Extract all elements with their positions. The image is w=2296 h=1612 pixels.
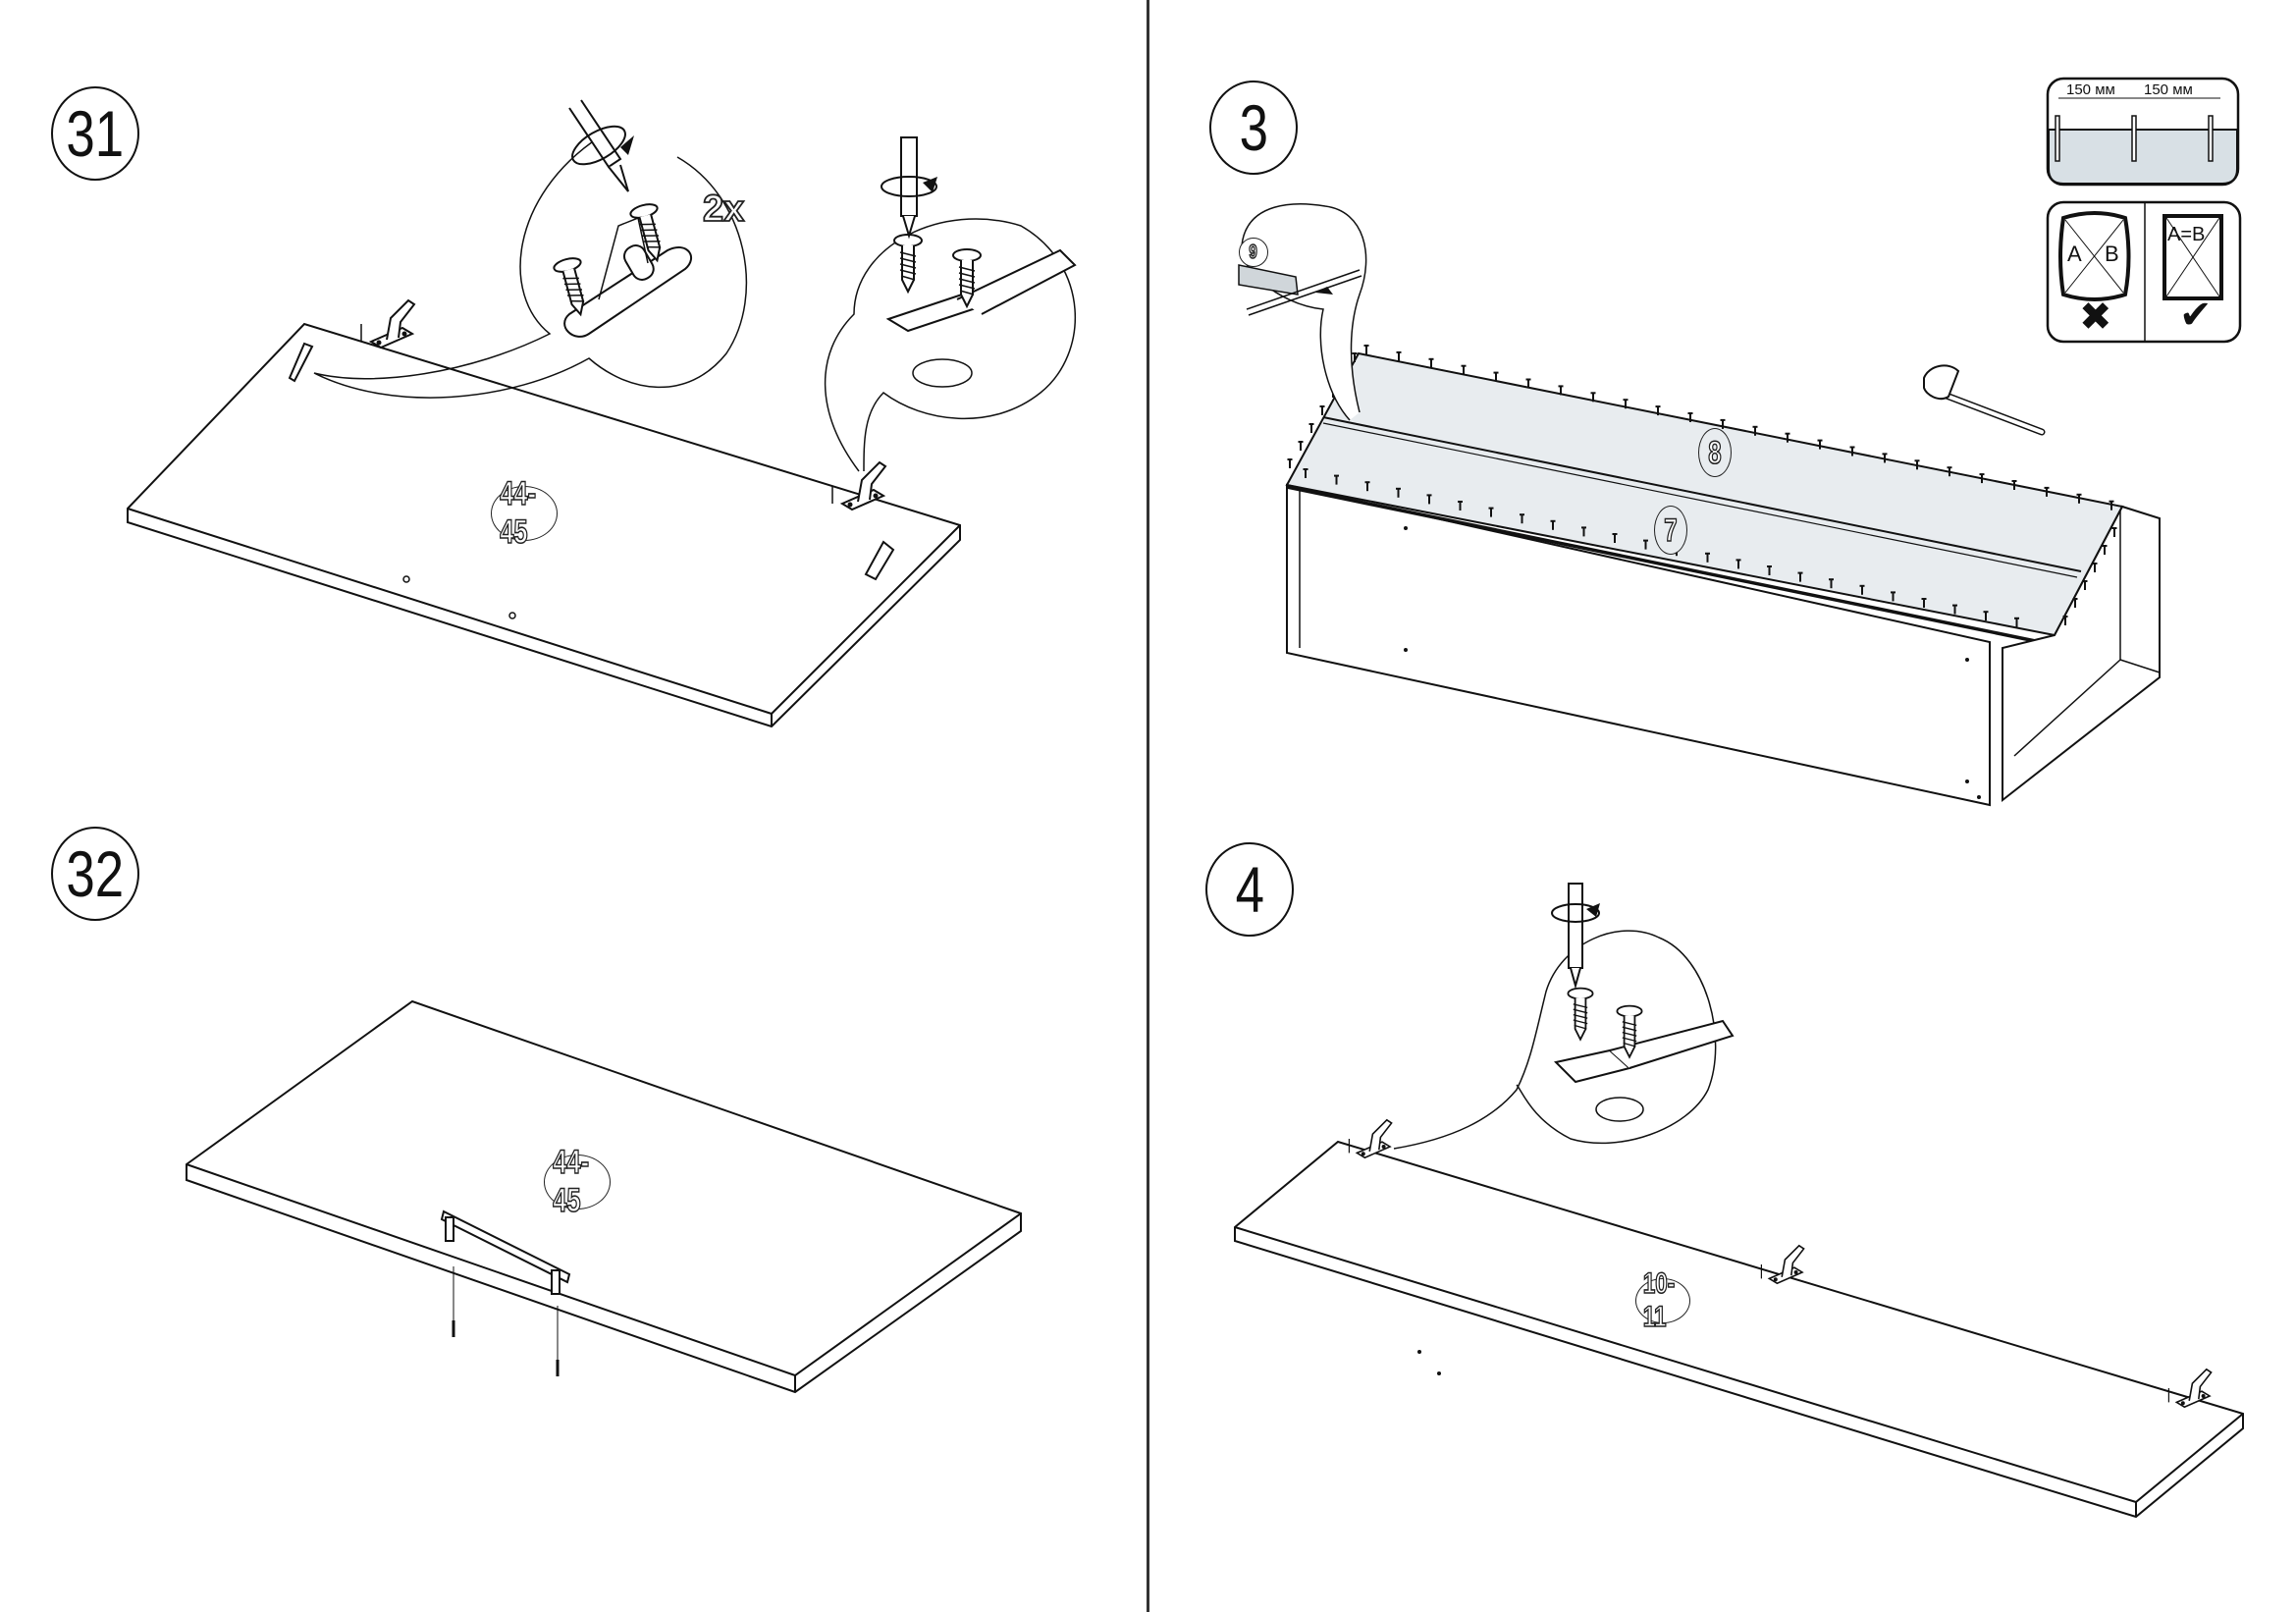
- nail-icon: [1395, 350, 1403, 362]
- nail-icon: [1427, 357, 1435, 369]
- nail-spacing-1: 150 мм: [2066, 81, 2115, 98]
- nail-icon: [1286, 458, 1294, 469]
- step-3-joiner-detail-callout: [1238, 203, 1367, 421]
- part-label-8: 8: [1698, 428, 1732, 477]
- step-number-31: 31: [51, 86, 139, 181]
- square-check-legend: [2046, 200, 2242, 344]
- part-label-10-11: 10-11: [1635, 1266, 1690, 1334]
- hammer-icon: [1923, 364, 2046, 436]
- nail-icon: [1297, 441, 1305, 452]
- quantity-label: 2x: [702, 188, 745, 231]
- step-number-31-text: 31: [66, 97, 125, 170]
- diagonal-equal-label: A=B: [2167, 224, 2206, 245]
- diagonal-label-a: A: [2067, 242, 2082, 266]
- step-32-screws: [452, 1266, 560, 1376]
- column-divider: [1147, 0, 1149, 1612]
- step-31-detail-callout-right: [824, 136, 1077, 472]
- step-number-4-text: 4: [1235, 853, 1264, 926]
- nail-icon: [1362, 345, 1370, 355]
- check-icon: ✔: [2179, 293, 2213, 338]
- nail-spacing-2: 150 мм: [2144, 81, 2193, 98]
- step-4-detail-callout: [1393, 883, 1735, 1150]
- step-number-4: 4: [1205, 842, 1294, 937]
- part-label-44-45-step32: 44-45: [544, 1143, 611, 1220]
- diagonal-label-b: B: [2105, 242, 2119, 266]
- step-31-mounting-clip-left: [288, 342, 314, 383]
- part-label-7: 7: [1654, 506, 1687, 555]
- step-number-3-text: 3: [1239, 91, 1268, 164]
- part-label-44-45-step31: 44-45: [491, 474, 558, 552]
- step-31-hinge-left: [360, 299, 415, 349]
- handle-icon: [440, 1209, 571, 1295]
- step-number-32-text: 32: [66, 837, 125, 910]
- nail-icon: [1308, 423, 1315, 434]
- step-31-mounting-clip-right: [864, 540, 895, 581]
- step-number-3: 3: [1209, 81, 1298, 175]
- step-31-detail-callout-left: [313, 99, 747, 399]
- step-number-32: 32: [51, 827, 139, 921]
- cross-icon: ✖: [2079, 295, 2112, 340]
- step-4-door-panel: [1234, 1140, 2244, 1519]
- part-label-9: 9: [1239, 238, 1268, 267]
- nail-spacing-legend: [2046, 77, 2240, 187]
- nail-icon: [1318, 405, 1326, 416]
